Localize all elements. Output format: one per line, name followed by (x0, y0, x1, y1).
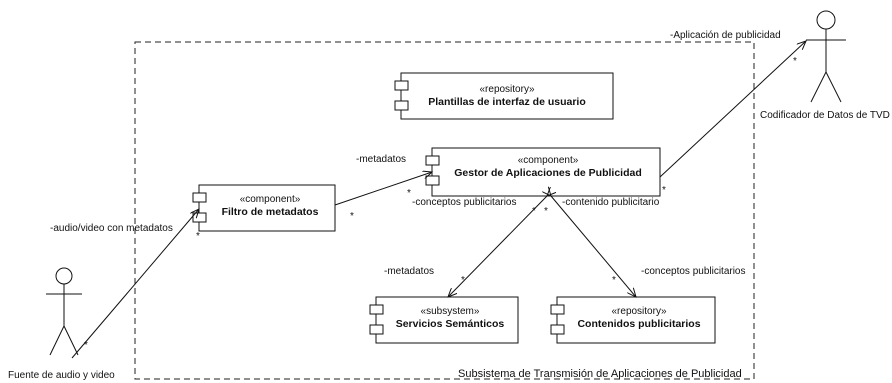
association-label: -conceptos publicitarios (641, 266, 746, 277)
component-semantic[interactable]: «subsystem» Servicios Semánticos (369, 296, 519, 344)
component-port-icon (394, 100, 409, 111)
association-label: -audio/video con metadatos (50, 223, 173, 234)
component-box (375, 296, 519, 344)
multiplicity: * (544, 206, 548, 217)
association-label: -conceptos publicitarios (412, 197, 517, 208)
actor-encoder-name: Codificador de Datos de TVD (760, 110, 890, 121)
subsystem-boundary (134, 41, 755, 380)
multiplicity: * (612, 275, 616, 286)
component-name: Plantillas de interfaz de usuario (428, 96, 586, 108)
association-line (334, 172, 432, 206)
association-source-filter[interactable]: -audio/video con metadatos * * (50, 209, 200, 359)
multiplicity: * (532, 206, 536, 217)
association-line (71, 209, 199, 359)
association-filter-manager[interactable]: -metadatos * * (334, 154, 432, 222)
association-manager-ads[interactable]: -contenido publicitario -conceptos publi… (544, 196, 746, 297)
actor-left-leg (49, 325, 65, 356)
association-line (448, 196, 547, 297)
component-port-icon (425, 175, 440, 186)
subsystem-title: Subsistema de Transmisión de Aplicacione… (458, 368, 742, 380)
actor-left-leg (810, 71, 827, 103)
actor-right-leg (63, 325, 79, 356)
multiplicity: * (407, 188, 411, 199)
component-port-icon (369, 304, 384, 315)
association-manager-semantic[interactable]: -conceptos publicitarios -metadatos * * (384, 196, 547, 297)
component-name: Gestor de Aplicaciones de Publicidad (454, 167, 642, 179)
component-name: Filtro de metadatos (222, 206, 319, 218)
component-stereotype: «component» (518, 155, 579, 166)
multiplicity: * (350, 211, 354, 222)
component-port-icon (369, 324, 384, 335)
component-port-icon (394, 80, 409, 91)
association-manager-encoder[interactable]: -Aplicación de publicidad * * (659, 30, 806, 196)
association-line (659, 41, 806, 178)
multiplicity: * (793, 56, 797, 67)
multiplicity: * (662, 185, 666, 196)
component-box (400, 72, 614, 120)
component-filter[interactable]: «component» Filtro de metadatos (192, 184, 336, 232)
association-label: -metadatos (384, 266, 434, 277)
component-port-icon (192, 192, 207, 203)
component-box (556, 296, 716, 344)
multiplicity: * (461, 275, 465, 286)
actor-head (55, 267, 73, 285)
component-name: Contenidos publicitarios (577, 318, 700, 330)
actor-source[interactable]: Fuente de audio y video (8, 267, 115, 381)
multiplicity: * (196, 231, 200, 242)
component-ads[interactable]: «repository» Contenidos publicitarios (550, 296, 716, 344)
association-line (551, 196, 636, 297)
component-manager[interactable]: «component» Gestor de Aplicaciones de Pu… (425, 147, 661, 197)
component-stereotype: «subsystem» (421, 306, 480, 317)
association-label: -metadatos (356, 154, 406, 165)
component-box (198, 184, 336, 232)
multiplicity: * (84, 340, 88, 351)
component-templates[interactable]: «repository» Plantillas de interfaz de u… (394, 72, 614, 120)
association-label: -Aplicación de publicidad (670, 30, 781, 41)
association-label: -contenido publicitario (562, 197, 660, 208)
component-port-icon (425, 155, 440, 166)
component-stereotype: «component» (240, 194, 301, 205)
actor-head (816, 10, 836, 30)
actor-encoder[interactable]: Codificador de Datos de TVD (760, 10, 890, 121)
component-port-icon (550, 324, 565, 335)
component-port-icon (550, 304, 565, 315)
actor-right-leg (825, 71, 842, 103)
actor-source-name: Fuente de audio y video (8, 370, 115, 381)
component-stereotype: «repository» (479, 84, 534, 95)
component-name: Servicios Semánticos (396, 318, 505, 330)
component-stereotype: «repository» (611, 306, 666, 317)
